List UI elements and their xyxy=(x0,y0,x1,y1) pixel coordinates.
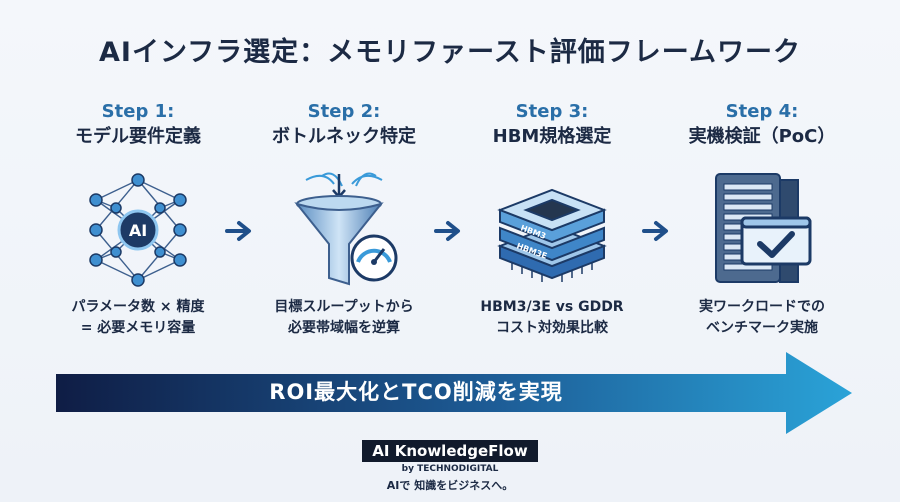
step-1-desc-line-1: パラメータ数 × 精度 xyxy=(71,299,205,315)
step-1-number: Step 1: xyxy=(101,101,175,122)
step-3: Step 3: HBM規格選定 HBM3 HBM3E HBM3/3E vs GD… xyxy=(462,100,642,336)
step-3-desc-line-2: コスト対効果比較 xyxy=(496,320,608,336)
server-checkmark-icon xyxy=(715,173,812,283)
step-4-desc-line-1: 実ワークロードでの xyxy=(699,299,825,315)
ai-label: AI xyxy=(129,221,147,240)
brand-byline: by TECHNODIGITAL xyxy=(401,464,499,474)
step-4-number: Step 4: xyxy=(725,101,799,122)
step-2-title: ボトルネック特定 xyxy=(272,126,416,147)
roi-banner-text: ROI最大化とTCO削減を実現 xyxy=(269,380,563,404)
step-4: Step 4: 実機検証（PoC） 実ワークロードでの ベンチマーク実施 xyxy=(672,100,852,336)
arrow-right-icon xyxy=(434,221,460,241)
step-3-description: HBM3/3E vs GDDR コスト対効果比較 xyxy=(462,297,642,339)
step-2-number: Step 2: xyxy=(307,101,381,122)
arrow-right-icon xyxy=(642,221,668,241)
step-4-title: 実機検証（PoC） xyxy=(688,126,836,147)
page-title: AIインフラ選定：メモリファースト評価フレームワーク xyxy=(99,37,801,68)
step-3-desc-line-1: HBM3/3E vs GDDR xyxy=(480,299,624,315)
funnel-gauge-icon xyxy=(294,172,398,286)
step-2-description: 目標スループットから 必要帯域幅を逆算 xyxy=(254,297,434,339)
step-1-desc-line-2: = 必要メモリ容量 xyxy=(80,320,196,336)
hbm-chip-stack-icon: HBM3 HBM3E xyxy=(497,188,607,282)
step-3-title: HBM規格選定 xyxy=(492,126,612,147)
step-1-title: モデル要件定義 xyxy=(75,126,201,147)
brand-tagline: AIで 知識をビジネスへ。 xyxy=(386,479,514,492)
step-2-desc-line-2: 必要帯域幅を逆算 xyxy=(288,320,400,336)
arrow-right-icon xyxy=(225,221,251,241)
step-3-number: Step 3: xyxy=(515,101,589,122)
roi-banner-arrow xyxy=(56,352,852,434)
brand-logo: AI KnowledgeFlow xyxy=(362,440,538,462)
step-4-description: 実ワークロードでの ベンチマーク実施 xyxy=(672,297,852,339)
step-1-description: パラメータ数 × 精度 = 必要メモリ容量 xyxy=(48,297,228,339)
neural-network-ai-icon: AI xyxy=(89,173,187,287)
step-1: Step 1: モデル要件定義 AI パラメータ数 × 精度 = 必要メモリ容量 xyxy=(48,100,228,336)
step-2-desc-line-1: 目標スループットから xyxy=(274,299,414,315)
step-4-desc-line-2: ベンチマーク実施 xyxy=(706,320,818,336)
step-2: Step 2: ボトルネック特定 目標スループットから 必要帯域幅を逆算 xyxy=(254,100,434,336)
